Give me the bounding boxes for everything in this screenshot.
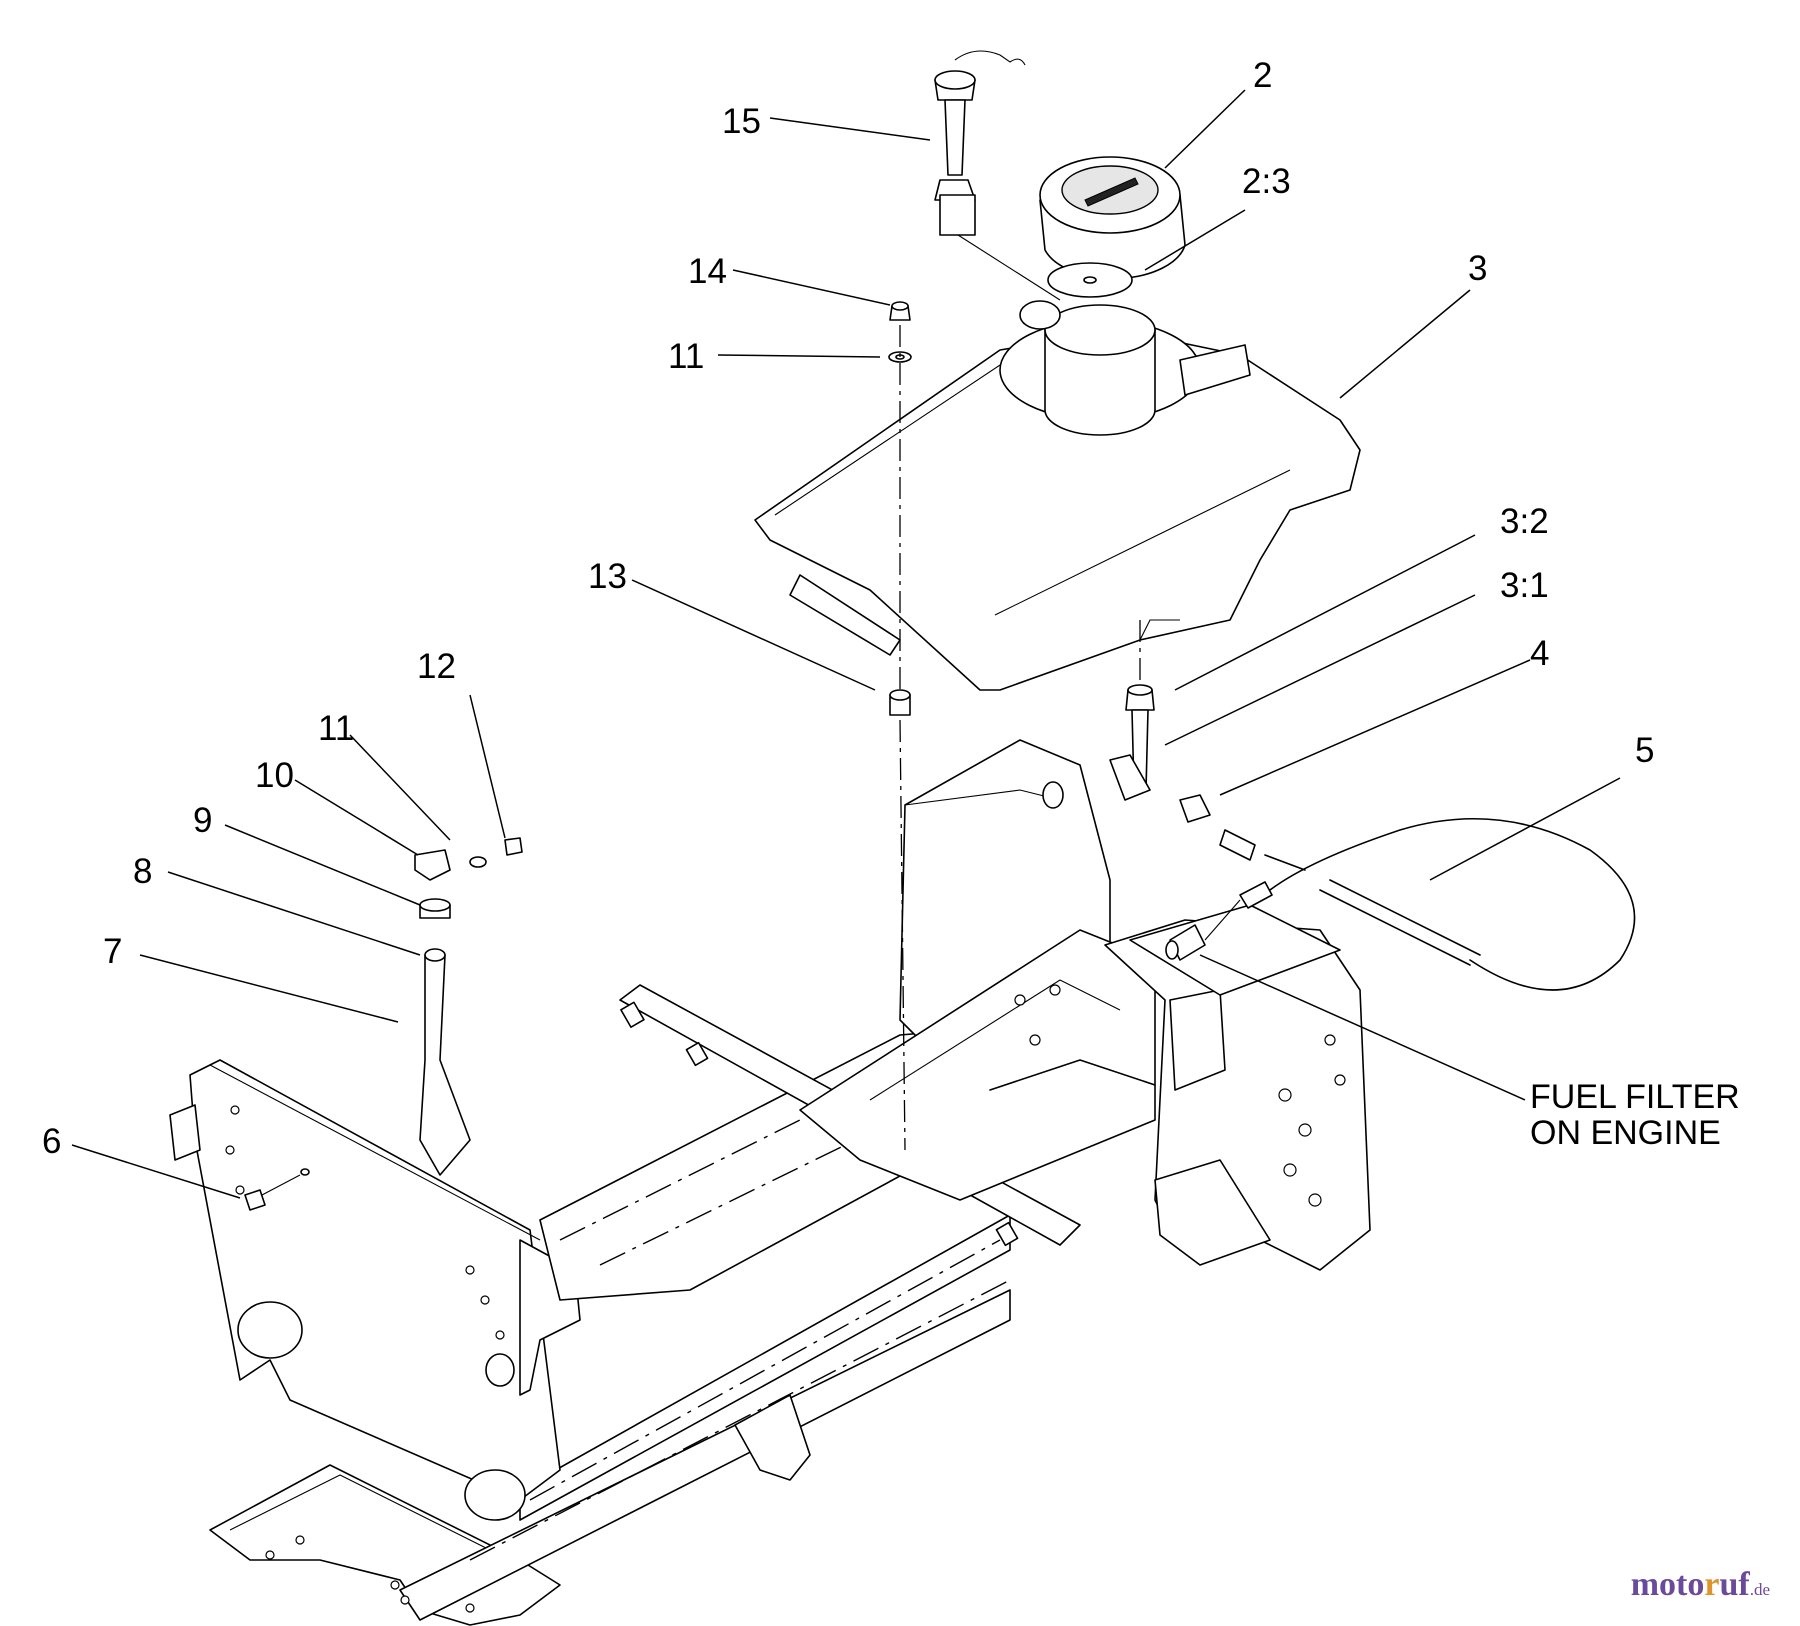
callout-9: 9 (193, 801, 212, 840)
callout-8: 8 (133, 852, 152, 891)
watermark-brand-part3: uf (1719, 1566, 1750, 1603)
fuel-sender (934, 50, 1061, 301)
callout-11-left: 11 (318, 709, 354, 748)
callout-3-1: 3:1 (1500, 566, 1549, 605)
callout-12: 12 (417, 647, 456, 686)
chassis-frame (169, 739, 1371, 1626)
callout-5: 5 (1635, 731, 1654, 770)
fuel-cap (1039, 156, 1186, 280)
callout-14: 14 (688, 252, 727, 291)
callout-2-3: 2:3 (1242, 162, 1291, 201)
callout-labels: 15 2 2:3 14 11 3 13 3:2 3:1 4 12 11 10 9… (42, 56, 1740, 1161)
callout-15: 15 (722, 102, 761, 141)
chassis-holes (225, 984, 1346, 1613)
vent-hose-assembly (414, 837, 523, 1176)
watermark-suffix: .de (1749, 1580, 1770, 1599)
callout-13: 13 (588, 557, 627, 596)
callout-7: 7 (103, 932, 122, 971)
callout-4: 4 (1530, 634, 1549, 673)
cap-gasket (1047, 262, 1133, 298)
tank-fasteners (888, 301, 912, 1151)
callout-11-top: 11 (668, 337, 704, 376)
fuel-filter-note-line1: FUEL FILTER (1530, 1078, 1740, 1116)
leader-lines (71, 89, 1621, 1199)
watermark-brand-part1: moto (1630, 1566, 1705, 1603)
fuel-line (1165, 818, 1636, 991)
bolt-6 (244, 1168, 310, 1211)
watermark-brand-part2: r (1704, 1566, 1720, 1603)
callout-10: 10 (255, 756, 294, 795)
watermark-logo: motoruf.de (1631, 1566, 1770, 1604)
callout-3: 3 (1468, 249, 1487, 288)
callout-2: 2 (1253, 56, 1272, 95)
fuel-tank (754, 300, 1361, 691)
fuel-fittings (1109, 620, 1256, 861)
callout-3-2: 3:2 (1500, 502, 1549, 541)
fuel-filter-note-line2: ON ENGINE (1530, 1114, 1721, 1152)
callout-6: 6 (42, 1122, 61, 1161)
